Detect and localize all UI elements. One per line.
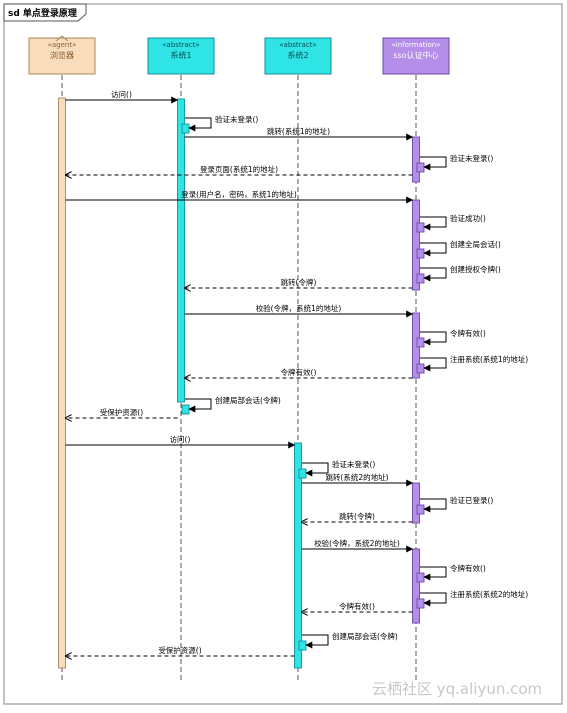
self-message-6 (420, 216, 447, 231)
message-label-4: 登录页面(系统1的地址) (200, 164, 278, 174)
self-message-11 (420, 331, 447, 346)
self-message-8 (420, 267, 447, 282)
messages-layer: 访问() 验证未登录() 跳转(系统1的地址) 验证未登录() 登录页面(系统1的地址)… (66, 89, 528, 656)
frame-title: sd 单点登录原理 (8, 7, 77, 19)
activation-browser (58, 97, 66, 669)
message-label-10: 校验(令牌，系统1的地址) (256, 303, 342, 313)
activation-sso-2 (412, 199, 420, 291)
self-exec-7 (416, 248, 425, 259)
message-label-22: 令牌有效() (450, 563, 486, 573)
message-label-0: 访问() (111, 89, 132, 99)
self-exec-8 (416, 273, 425, 284)
activation-sys2 (294, 442, 302, 669)
activation-sso-1 (412, 136, 420, 183)
participant-box-sys1 (147, 37, 215, 75)
message-label-16: 访问() (170, 434, 191, 444)
message-label-19: 验证已登录() (450, 495, 493, 505)
self-exec-12 (416, 363, 425, 374)
message-label-5: 登录(用户名，密码，系统1的地址) (181, 189, 297, 199)
participant-box-sso (382, 37, 450, 75)
self-message-12 (420, 357, 447, 372)
message-label-12: 注册系统(系统1的地址) (450, 354, 528, 364)
participant-stereotype-browser: «agent» (48, 41, 77, 49)
self-exec-19 (416, 504, 425, 515)
frame-border (3, 3, 563, 705)
message-label-9: 跳转(令牌) (281, 277, 317, 287)
self-message-25 (302, 634, 329, 649)
message-label-3: 验证未登录() (450, 153, 493, 163)
self-exec-1 (181, 123, 190, 134)
message-label-20: 跳转(令牌) (339, 511, 375, 521)
participant-name-sys2: 系统2 (287, 50, 308, 60)
participant-name-sys1: 系统1 (170, 50, 191, 60)
self-exec-14 (181, 404, 190, 415)
self-exec-25 (298, 640, 307, 651)
message-label-1: 验证未登录() (215, 114, 258, 124)
message-label-23: 注册系统(系统2的地址) (450, 589, 528, 599)
frame-title-tab (3, 3, 87, 22)
participant-name-sso: sso认证中心 (393, 50, 438, 60)
message-label-15: 受保护资源() (100, 407, 143, 417)
self-exec-23 (416, 598, 425, 609)
message-label-24: 令牌有效() (339, 601, 375, 611)
activation-sso-5 (412, 548, 420, 624)
self-exec-17 (298, 468, 307, 479)
self-exec-22 (416, 572, 425, 583)
message-label-13: 令牌有效() (281, 367, 317, 377)
participant-headers-layer: «agent»浏览器«abstract»系统1«abstract»系统2«inf… (28, 35, 450, 75)
self-message-3 (420, 156, 447, 171)
self-message-14 (185, 398, 212, 413)
participant-box-sys2 (264, 37, 332, 75)
self-message-17 (302, 462, 329, 477)
participant-box-browser (28, 37, 96, 75)
self-message-1 (185, 117, 212, 132)
message-label-8: 创建授权令牌() (450, 264, 501, 274)
agent-hint-icon (55, 35, 69, 42)
message-label-18: 跳转(系统2的地址) (325, 472, 388, 482)
self-message-7 (420, 242, 447, 257)
message-label-2: 跳转(系统1的地址) (267, 126, 330, 136)
activation-sys1 (177, 98, 185, 403)
message-label-17: 验证未登录() (332, 459, 375, 469)
self-exec-6 (416, 222, 425, 233)
activation-sso-4 (412, 482, 420, 524)
message-label-14: 创建局部会话(令牌) (215, 395, 281, 405)
self-message-23 (420, 592, 447, 607)
participant-stereotype-sys2: «abstract» (279, 41, 316, 49)
participant-stereotype-sys1: «abstract» (162, 41, 199, 49)
message-label-6: 验证成功() (450, 213, 486, 223)
message-label-11: 令牌有效() (450, 328, 486, 338)
self-message-19 (420, 498, 447, 513)
watermark: 云栖社区 yq.aliyun.com (372, 680, 542, 698)
participant-name-browser: 浏览器 (50, 50, 74, 60)
message-label-21: 校验(令牌，系统2的地址) (314, 538, 400, 548)
self-exec-3 (416, 162, 425, 173)
participant-stereotype-sso: «information» (392, 41, 441, 49)
message-label-25: 创建局部会话(令牌) (332, 631, 398, 641)
self-exec-11 (416, 337, 425, 348)
self-message-22 (420, 566, 447, 581)
message-label-26: 受保护资源() (158, 645, 201, 655)
message-label-7: 创建全局会话() (450, 239, 501, 249)
